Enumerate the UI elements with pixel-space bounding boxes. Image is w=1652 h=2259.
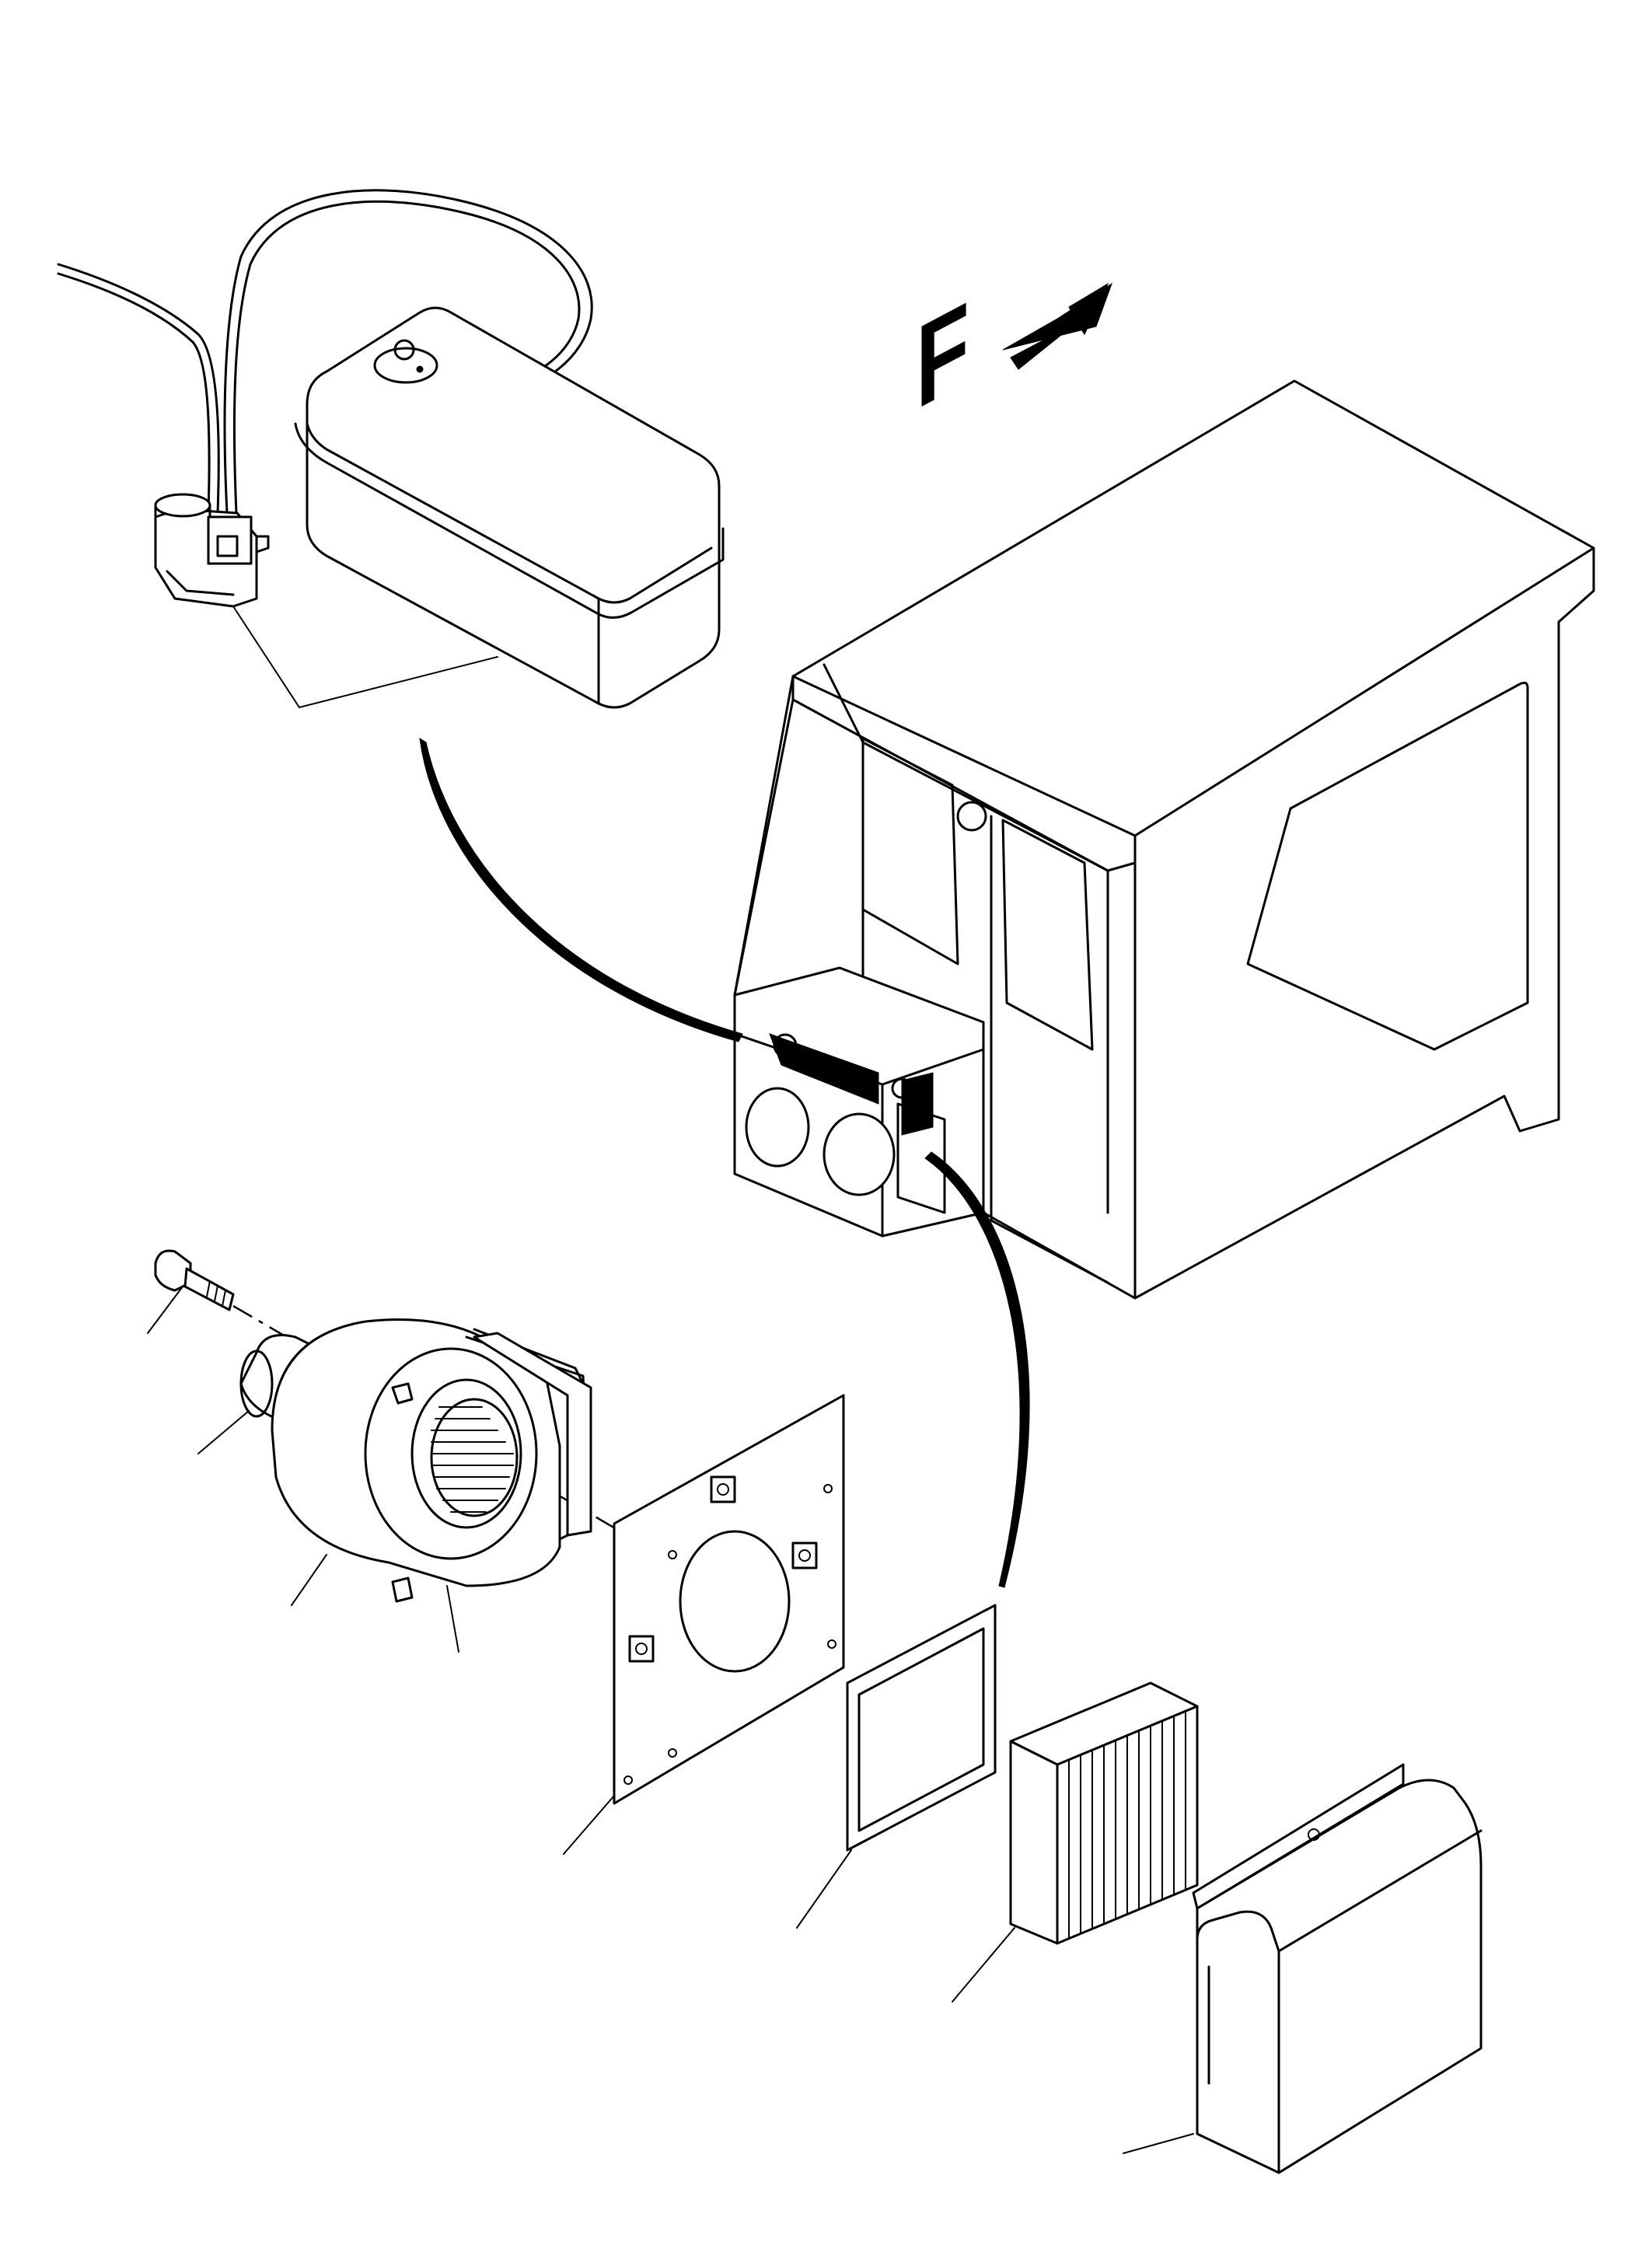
filter-cover bbox=[1192, 1763, 1483, 2174]
washer-pump bbox=[154, 493, 270, 608]
leader-line bbox=[232, 606, 498, 709]
forward-arrow-icon bbox=[1002, 282, 1112, 370]
blower-housing bbox=[239, 1318, 592, 1603]
leader-lines bbox=[147, 1286, 1194, 2154]
gasket bbox=[846, 1604, 997, 1852]
mounting-plate bbox=[613, 1394, 845, 1805]
filter-element bbox=[1009, 1681, 1199, 1945]
callout-arrow-lower bbox=[924, 1151, 1030, 1588]
bolt bbox=[154, 1249, 235, 1311]
washer-tank bbox=[294, 306, 725, 709]
heater-unit bbox=[733, 966, 985, 1238]
direction-label: F bbox=[916, 275, 969, 435]
callout-arrow-upper bbox=[419, 738, 743, 1042]
